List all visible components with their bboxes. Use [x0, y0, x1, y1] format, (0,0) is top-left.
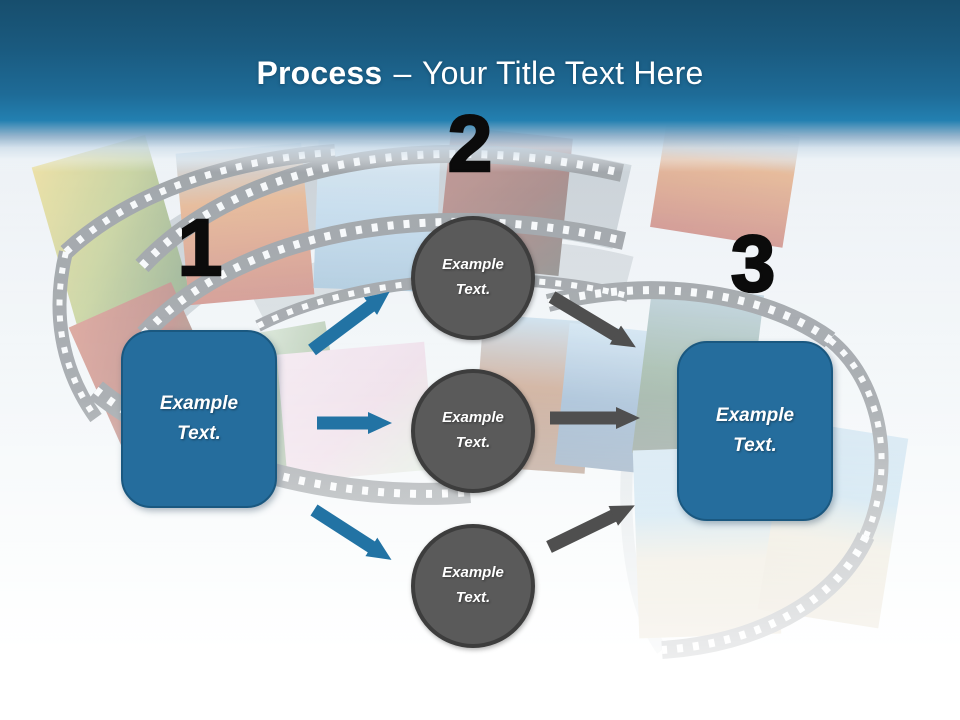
step-1-shape[interactable]: Example Text. — [121, 330, 277, 508]
step-1-number: 1 — [177, 203, 224, 292]
step-2-circle-2[interactable]: Example Text. — [411, 369, 535, 493]
arrow-circle3-to-step3 — [546, 505, 635, 553]
arrow-circle1-to-step3 — [548, 291, 636, 348]
step-2-circle-1[interactable]: Example Text. — [411, 216, 535, 340]
step-3-shape[interactable]: Example Text. — [677, 341, 833, 521]
step-3-number: 3 — [730, 219, 777, 308]
arrow-step1-to-circle3 — [310, 504, 392, 560]
step-2-circle-3[interactable]: Example Text. — [411, 524, 535, 648]
arrow-step1-to-circle1 — [308, 291, 390, 356]
